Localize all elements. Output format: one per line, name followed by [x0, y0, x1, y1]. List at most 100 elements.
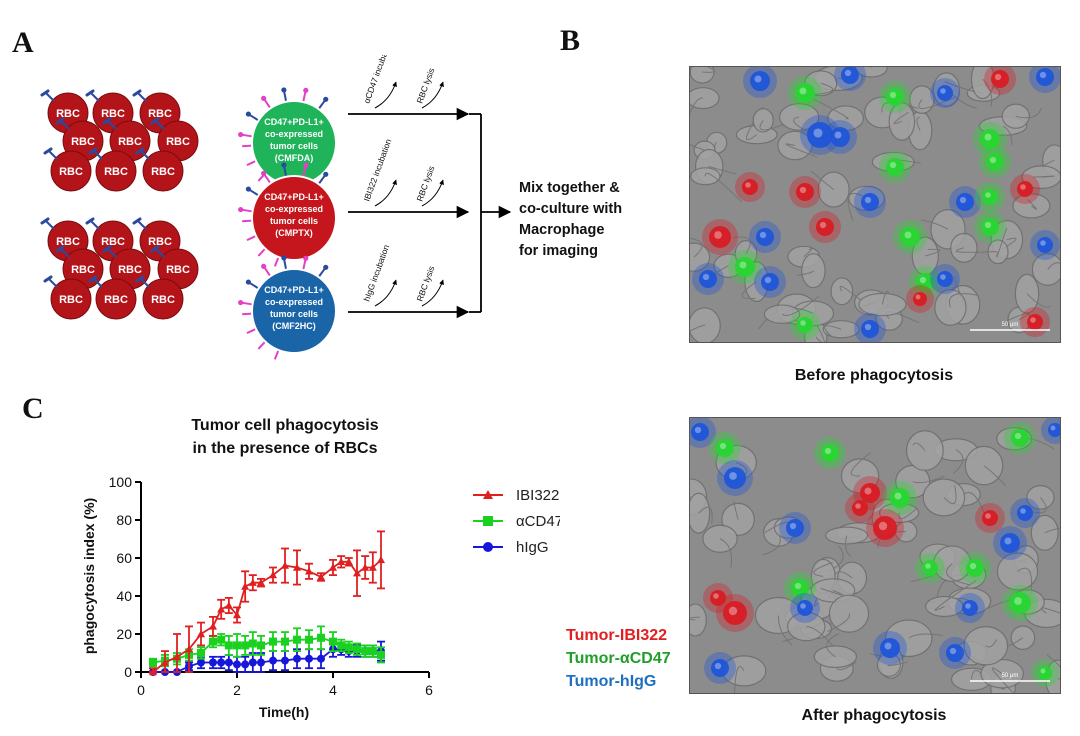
- fluorescent-tumor-cell: [791, 579, 809, 597]
- fluorescent-tumor-cell: [956, 193, 974, 211]
- macrophage-process: [690, 97, 704, 115]
- phagocytosis-chart: Tumor cell phagocytosis in the presence …: [81, 417, 560, 720]
- y-tick-label: 20: [116, 626, 132, 642]
- data-point: [281, 656, 289, 665]
- rbc-receptor-head: [85, 217, 95, 225]
- tumor-receptor: [273, 256, 280, 267]
- macrophage-process: [912, 442, 926, 451]
- macrophage-cell: [690, 242, 711, 272]
- fluorescent-tumor-cell: [821, 444, 839, 462]
- macrophage-cell: [752, 108, 774, 133]
- fluorescent-tumor-cell: [742, 179, 758, 195]
- macrophage-process: [827, 613, 850, 633]
- data-point: [353, 645, 361, 654]
- cell-highlight: [1020, 184, 1026, 190]
- data-point: [281, 637, 289, 646]
- macrophage-process: [719, 538, 733, 568]
- cell-highlight: [729, 472, 737, 480]
- macrophage-process: [1015, 107, 1042, 119]
- tumor-receptor-head: [303, 162, 309, 168]
- rbc-body: [95, 150, 137, 192]
- data-point: [241, 641, 250, 650]
- tumor-receptor: [257, 247, 266, 257]
- rbc-receptor-head: [102, 117, 112, 125]
- cell-highlight: [985, 192, 991, 198]
- macrophage-process: [1040, 607, 1060, 614]
- curved-arrow: [374, 279, 397, 307]
- tumor-label-line: tumor cells: [270, 309, 318, 319]
- data-point: [353, 569, 361, 577]
- x-tick-label: 4: [329, 682, 337, 698]
- rbc-label: RBC: [56, 108, 80, 120]
- fluorescent-tumor-cell: [716, 439, 734, 457]
- macrophage-process: [759, 119, 785, 131]
- macrophage-process: [908, 633, 943, 639]
- cell-highlight: [985, 513, 991, 519]
- macrophage-process: [826, 633, 839, 658]
- tumor-receptor-head: [245, 111, 252, 117]
- cell-highlight: [799, 87, 807, 95]
- fluorescent-tumor-cell: [1009, 592, 1031, 614]
- rbc-receptor: [140, 278, 150, 288]
- cell-highlight: [799, 186, 807, 194]
- macrophage-cell: [858, 292, 907, 317]
- tumor-label-line: co-expressed: [265, 297, 323, 307]
- mix-line: co-culture with: [519, 201, 623, 217]
- rbc-receptor-head: [40, 217, 50, 225]
- fluorescent-tumor-cell: [873, 516, 897, 540]
- data-point: [305, 567, 313, 575]
- rbc-receptor: [60, 248, 70, 258]
- scale-bar-label: 50 μm: [1002, 322, 1019, 328]
- y-tick-label: 0: [124, 664, 132, 680]
- macrophage-process: [702, 67, 715, 73]
- rbc-receptor-head: [150, 117, 160, 125]
- macrophage-cell: [690, 492, 711, 534]
- fluorescent-tumor-cell: [830, 127, 850, 147]
- rbc-receptor-head: [85, 89, 95, 97]
- mix-line: for imaging: [519, 243, 598, 259]
- caption-after: After phagocytosis: [801, 707, 947, 724]
- macrophage-process: [823, 325, 842, 337]
- macrophage-process: [982, 78, 993, 107]
- fluorescent-tumor-cell: [860, 483, 880, 503]
- macrophage-process: [881, 290, 890, 305]
- rbc-receptor-head: [43, 147, 53, 155]
- cell-highlight: [759, 231, 767, 239]
- data-point: [329, 563, 337, 571]
- data-point: [293, 563, 301, 571]
- y-tick-label: 60: [116, 550, 132, 566]
- macrophage-process: [1032, 175, 1055, 178]
- macrophage-process: [812, 82, 834, 96]
- macrophage-process: [934, 580, 977, 611]
- macrophage-process: [690, 237, 703, 258]
- fluorescent-tumor-cell: [890, 488, 910, 508]
- tumor-receptor-head: [245, 279, 252, 285]
- curved-arrow: [421, 179, 444, 207]
- cell-highlight: [813, 128, 823, 138]
- cell-highlight: [959, 196, 967, 204]
- rbc-cell: RBC: [135, 147, 184, 192]
- rbc-label: RBC: [71, 264, 95, 276]
- macrophage-process: [820, 587, 844, 596]
- rbc-receptor-head: [88, 147, 98, 155]
- y-tick-label: 40: [116, 588, 132, 604]
- rbc-label: RBC: [59, 166, 83, 178]
- cell-highlight: [919, 276, 927, 284]
- fluorescent-tumor-cell: [756, 228, 774, 246]
- rbc-label: RBC: [148, 236, 172, 248]
- data-point: [257, 578, 265, 586]
- rbc-receptor-head: [40, 89, 50, 97]
- rbc-label: RBC: [151, 166, 175, 178]
- cell-highlight: [714, 662, 722, 670]
- macrophage-process: [1026, 293, 1052, 308]
- macrophage-process: [785, 143, 818, 158]
- data-point: [217, 658, 226, 667]
- fluorescent-tumor-cell: [691, 423, 709, 441]
- cell-highlight: [834, 131, 842, 139]
- tumor-legend-acd47: Tumor-αCD47: [566, 650, 671, 667]
- cell-highlight: [989, 156, 997, 164]
- tumor-label-line: tumor cells: [270, 216, 318, 226]
- macrophage-process: [948, 293, 978, 308]
- rbc-receptor-head: [43, 275, 53, 283]
